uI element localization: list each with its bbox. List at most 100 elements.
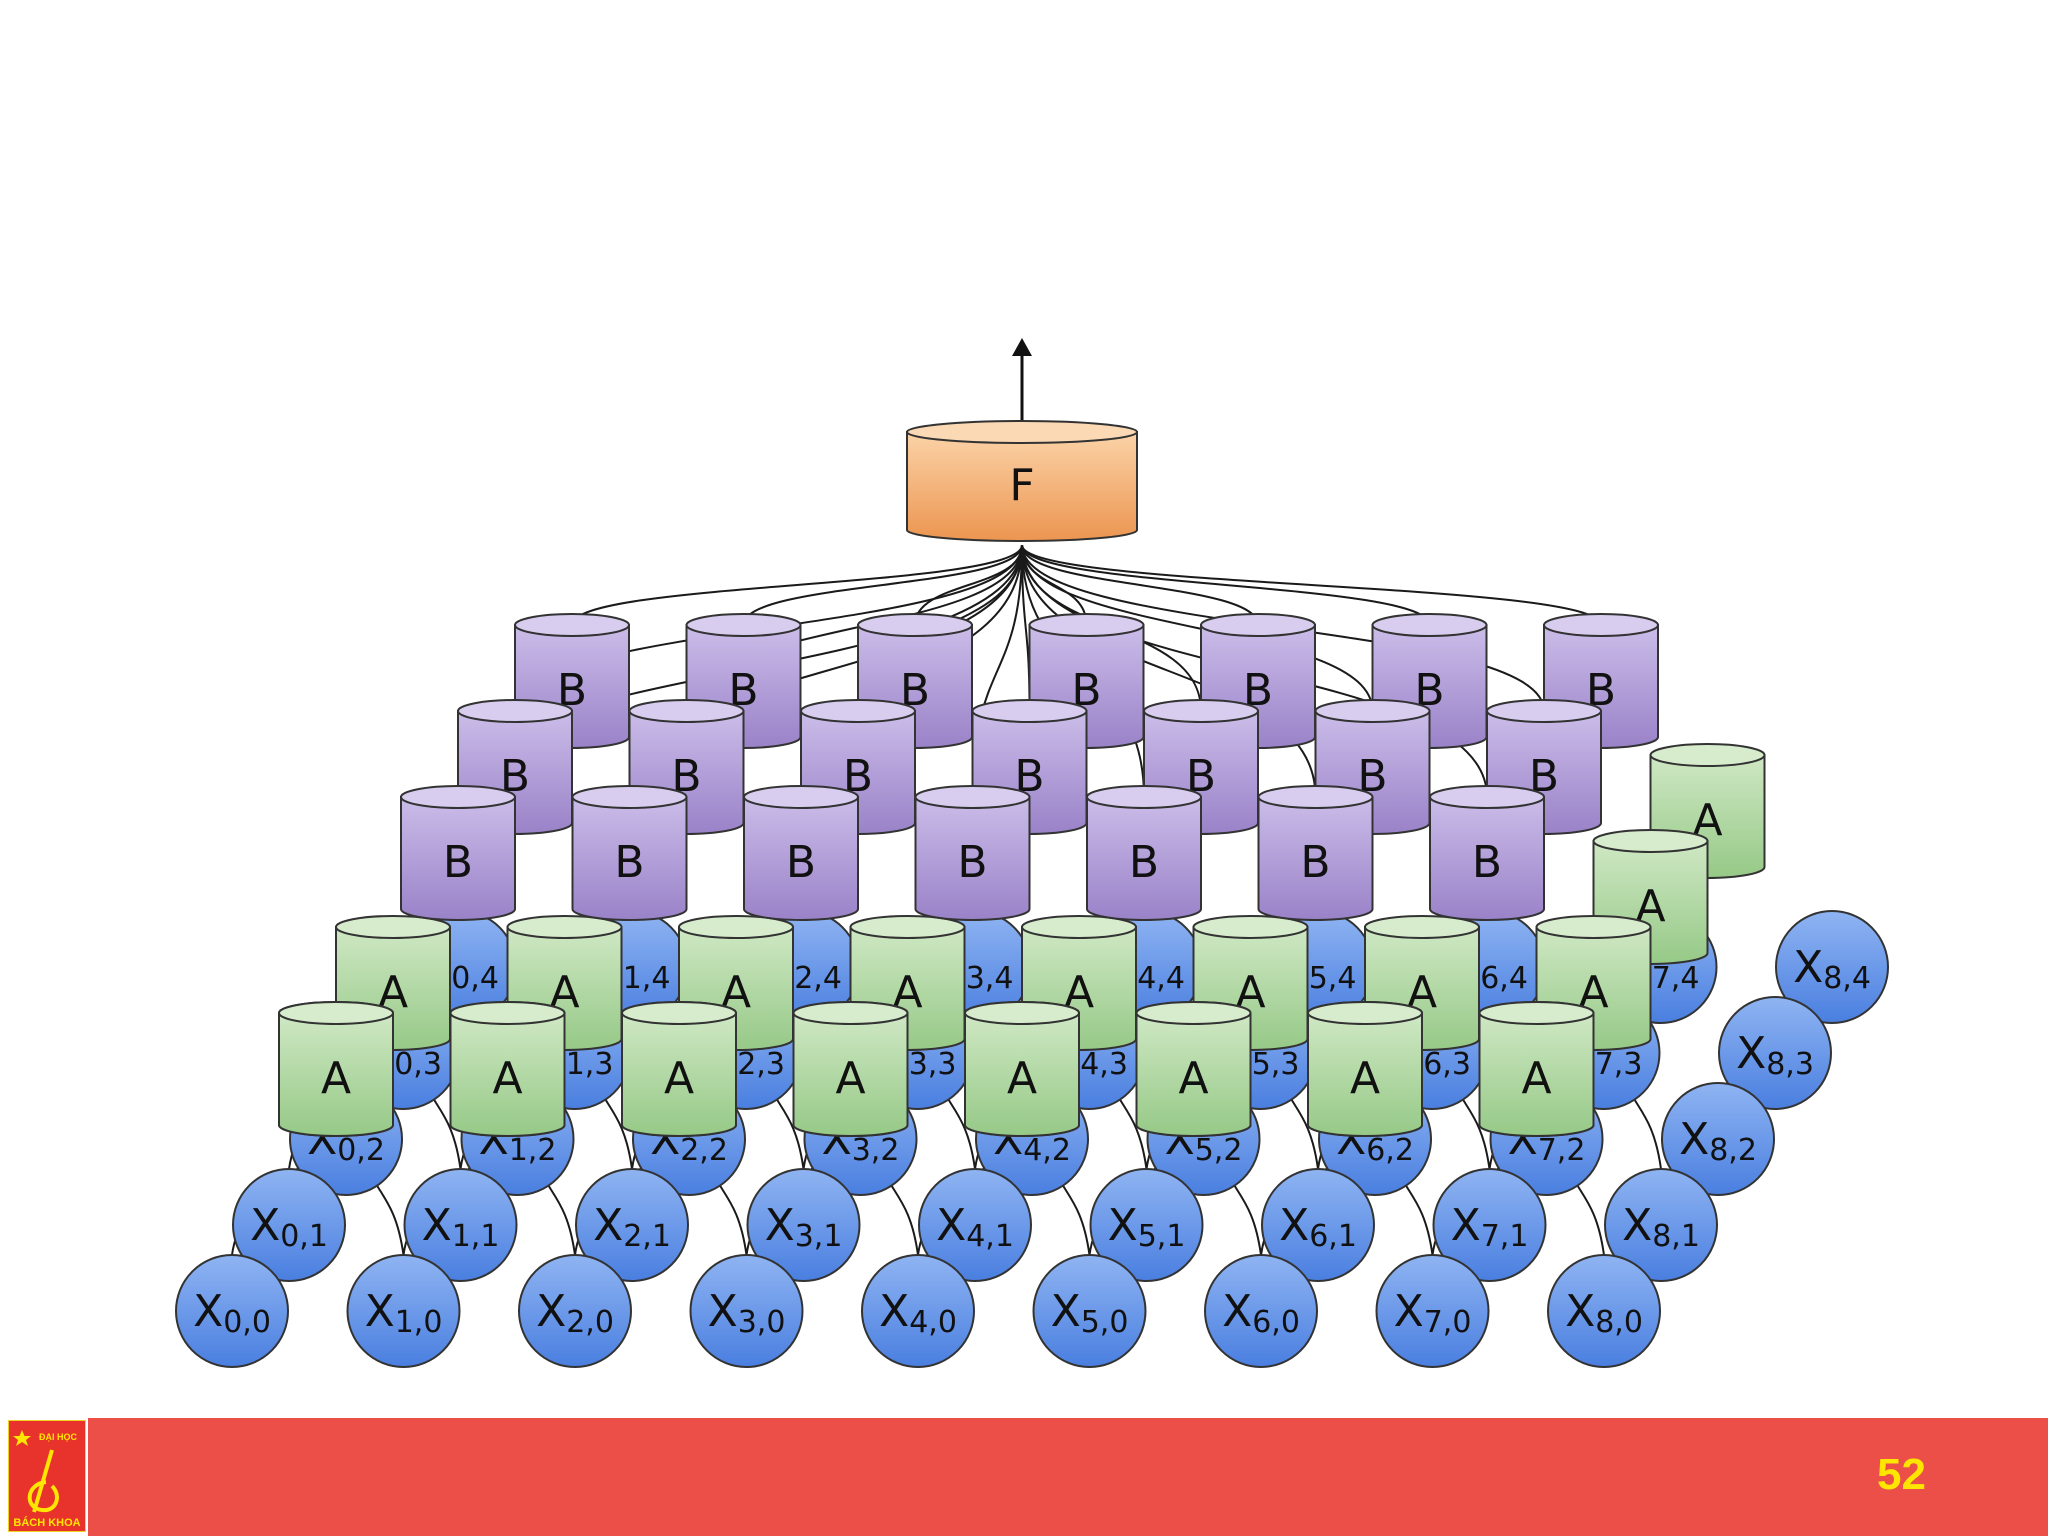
input-circle: [1604, 1168, 1718, 1282]
connection-line: [742, 544, 1023, 626]
input-label: X3,1: [765, 1200, 843, 1254]
layer-a-front-node-4: A: [964, 1001, 1080, 1137]
cylinder-top: [1021, 915, 1137, 939]
layer-a-front-node-3: A: [792, 1001, 909, 1137]
cylinder-top: [1543, 613, 1659, 637]
cylinder-label: B: [1129, 837, 1159, 888]
cylinder-label: A: [321, 1053, 351, 1104]
input-node-x-3-1: X3,1: [746, 1168, 861, 1282]
input-circle: [403, 1168, 518, 1282]
cylinder-body: [1086, 796, 1202, 921]
cylinder-body: [571, 796, 688, 921]
cylinder-top: [1371, 613, 1488, 637]
input-circle: [1032, 1254, 1147, 1368]
input-node-x-5-1: X5,1: [1089, 1168, 1204, 1282]
cylinder-label: B: [1300, 837, 1330, 888]
connection-line: [1021, 544, 1317, 798]
cylinder-label: A: [664, 1053, 694, 1104]
input-node-x-4-0: X4,0: [861, 1254, 975, 1368]
cylinder-top: [278, 1001, 394, 1025]
cylinder-label: A: [1007, 1053, 1037, 1104]
input-node-x-6-0: X6,0: [1204, 1254, 1318, 1368]
cylinder-label: B: [443, 837, 473, 888]
input-node-x-0-1: X0,1: [232, 1168, 346, 1282]
input-circle: [746, 1168, 861, 1282]
cylinder-top: [914, 785, 1031, 809]
cylinder-top: [849, 915, 966, 939]
cylinder-top: [1478, 1001, 1595, 1025]
input-circle: [1432, 1168, 1547, 1282]
layer-a-front-node-1: A: [449, 1001, 566, 1137]
cylinder-label: B: [957, 837, 987, 888]
layer-b-node-1-0: B: [571, 785, 688, 921]
output-label: F: [1009, 460, 1034, 511]
layer-a-front-node-5: A: [1135, 1001, 1252, 1137]
cylinder-label: A: [835, 1053, 865, 1104]
slide-footer: ĐẠI HỌC BÁCH KHOA 52: [0, 1418, 2048, 1536]
cylinder-top: [1135, 1001, 1252, 1025]
cylinder-body: [914, 796, 1031, 921]
cylinder-top: [628, 699, 745, 723]
cylinder-top: [571, 785, 688, 809]
layer-b-node-3-0: B: [914, 785, 1031, 921]
logo-emblem-icon: [27, 1449, 59, 1513]
layer-b-node-0-0: B: [400, 785, 516, 921]
input-circle: [1718, 996, 1832, 1110]
cylinder-top: [1143, 699, 1259, 723]
cylinder-top: [449, 1001, 566, 1025]
output-cylinder-F: [906, 431, 1138, 542]
cylinder-top: [678, 915, 794, 939]
layer-a-front-node-6: A: [1307, 1001, 1423, 1137]
star-icon: [13, 1430, 31, 1446]
layer-b-node-4-0: B: [1086, 785, 1202, 921]
cylinder-top: [1200, 613, 1316, 637]
logo-text-top: ĐẠI HỌC: [39, 1432, 78, 1442]
output-arrow-head: [1012, 338, 1032, 356]
cylinder-label: A: [1521, 1053, 1551, 1104]
input-node-x-8-3: X8,3: [1718, 996, 1832, 1110]
layer-b-node-2-0: B: [743, 785, 859, 921]
cylinder-label: A: [1178, 1053, 1208, 1104]
input-circle: [175, 1254, 289, 1368]
input-circle: [575, 1168, 689, 1282]
input-label: X2,1: [593, 1200, 671, 1254]
output-cylinder-top: [906, 420, 1138, 444]
input-node-x-7-1: X7,1: [1432, 1168, 1547, 1282]
footer-bar: [88, 1418, 2048, 1536]
input-circle: [1547, 1254, 1661, 1368]
input-label: X7,0: [1394, 1286, 1472, 1340]
cylinder-top: [457, 699, 573, 723]
output-node: F: [906, 338, 1138, 542]
connection-line: [1021, 544, 1431, 626]
cylinder-body: [964, 1012, 1080, 1137]
connection-line: [1021, 544, 1088, 626]
cylinder-top: [400, 785, 516, 809]
university-logo: ĐẠI HỌC BÁCH KHOA: [8, 1420, 86, 1532]
input-circle: [1775, 910, 1889, 1024]
cylinder-top: [1086, 785, 1202, 809]
input-circle: [918, 1168, 1032, 1282]
cylinder-top: [685, 613, 802, 637]
cylinder-label: B: [1472, 837, 1502, 888]
input-node-x-8-4: X8,4: [1775, 910, 1889, 1024]
cylinder-body: [743, 796, 859, 921]
cylinder-body: [1257, 796, 1374, 921]
input-circle: [346, 1254, 461, 1368]
layer-a-front-node-7: A: [1478, 1001, 1595, 1137]
connection-line: [571, 544, 1023, 626]
convolutional-network-diagram: X0,4X1,4X2,4X3,4X4,4X5,4X6,4X7,4X8,4X0,3…: [175, 338, 1889, 1368]
cylinder-top: [1314, 699, 1431, 723]
cylinder-top: [964, 1001, 1080, 1025]
cylinder-top: [514, 613, 630, 637]
cylinder-label: B: [786, 837, 816, 888]
input-circle: [232, 1168, 346, 1282]
cylinder-top: [1486, 699, 1602, 723]
network-layers: X0,4X1,4X2,4X3,4X4,4X5,4X6,4X7,4X8,4X0,3…: [175, 613, 1889, 1368]
cylinder-top: [1649, 743, 1766, 767]
cylinder-top: [1592, 829, 1709, 853]
cylinder-body: [792, 1012, 909, 1137]
input-node-x-2-0: X2,0: [518, 1254, 632, 1368]
input-circle: [689, 1254, 804, 1368]
cylinder-body: [1307, 1012, 1423, 1137]
input-node-x-8-1: X8,1: [1604, 1168, 1718, 1282]
